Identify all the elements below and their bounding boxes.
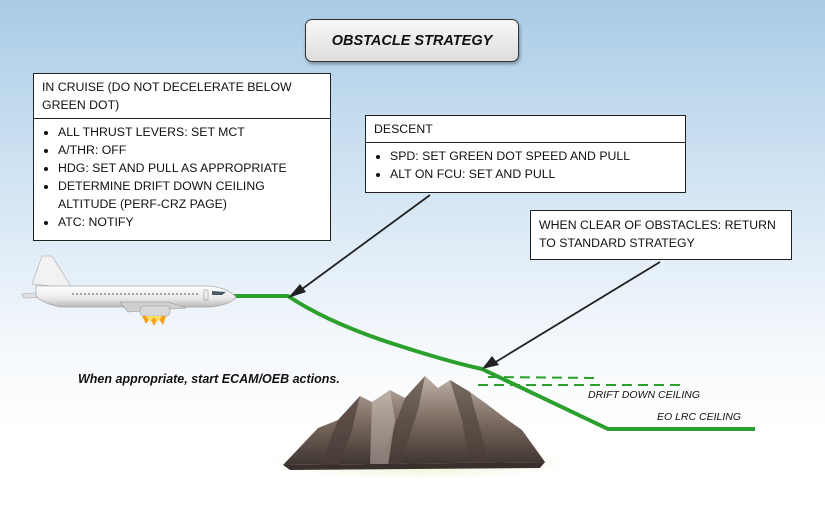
descent-item: ALT ON FCU: SET AND PULL <box>390 165 677 183</box>
cruise-item: A/THR: OFF <box>58 141 322 159</box>
page-title: OBSTACLE STRATEGY <box>305 19 519 62</box>
descent-items-list: SPD: SET GREEN DOT SPEED AND PULL ALT ON… <box>366 143 685 187</box>
eo-lrc-ceiling-label: EO LRC CEILING <box>657 411 742 423</box>
title-text: OBSTACLE STRATEGY <box>331 32 493 49</box>
cruise-heading: IN CRUISE (DO NOT DECELERATE BELOW GREEN… <box>34 74 330 119</box>
descent-procedure-box: DESCENT SPD: SET GREEN DOT SPEED AND PUL… <box>365 115 686 193</box>
cruise-item: ATC: NOTIFY <box>58 213 322 231</box>
cruise-item: HDG: SET AND PULL AS APPROPRIATE <box>58 159 322 177</box>
arrow-descent <box>288 194 431 298</box>
cruise-item: ALL THRUST LEVERS: SET MCT <box>58 123 322 141</box>
cruise-item: DETERMINE DRIFT DOWN CEILING ALTITUDE (P… <box>58 177 322 213</box>
ecam-note: When appropriate, start ECAM/OEB actions… <box>78 372 340 386</box>
clear-of-obstacles-box: WHEN CLEAR OF OBSTACLES: RETURN TO STAND… <box>530 210 792 260</box>
drift-down-ceiling-label: DRIFT DOWN CEILING <box>588 389 700 401</box>
descent-item: SPD: SET GREEN DOT SPEED AND PULL <box>390 147 677 165</box>
arrow-clear-of-obstacles <box>482 261 661 369</box>
airplane-illustration <box>21 255 237 326</box>
cruise-procedure-box: IN CRUISE (DO NOT DECELERATE BELOW GREEN… <box>33 73 331 241</box>
clear-of-obstacles-text: WHEN CLEAR OF OBSTACLES: RETURN TO STAND… <box>539 218 776 250</box>
flight-path <box>232 294 755 431</box>
drift-down-ceiling-line-upper <box>487 376 601 379</box>
cruise-items-list: ALL THRUST LEVERS: SET MCT A/THR: OFF HD… <box>34 119 330 235</box>
descent-heading: DESCENT <box>366 116 685 143</box>
mountain-illustration <box>283 376 545 470</box>
